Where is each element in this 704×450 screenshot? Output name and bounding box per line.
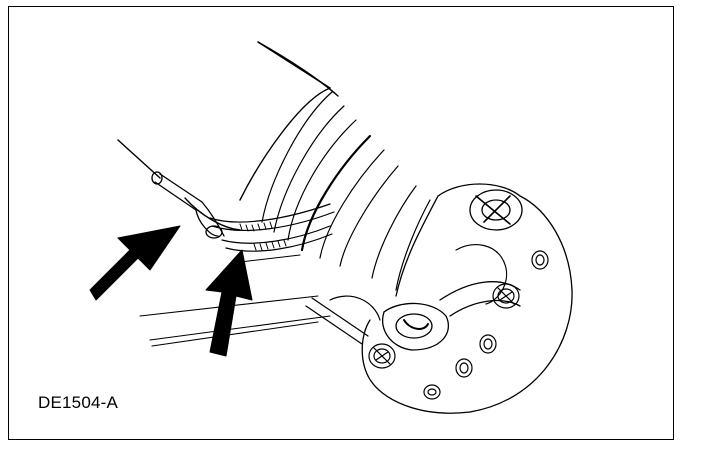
driveshaft-tube — [117, 41, 339, 231]
clamp-teeth — [239, 221, 287, 251]
bearing-caps — [368, 283, 520, 369]
clamp-screw — [151, 171, 225, 239]
flange-bolt-holes — [423, 250, 549, 400]
boot-rings — [261, 91, 431, 291]
yoke-ears — [305, 244, 508, 345]
clamp-band — [209, 203, 335, 252]
figure-label: DE1504-A — [38, 393, 119, 412]
callout-arrows — [89, 225, 253, 357]
figure-frame — [8, 6, 674, 440]
arrow-to-clamp-band — [205, 249, 253, 357]
flange-yoke — [361, 183, 573, 414]
arrow-to-clamp-bolt — [89, 225, 181, 301]
u-joint-cross — [382, 281, 521, 351]
